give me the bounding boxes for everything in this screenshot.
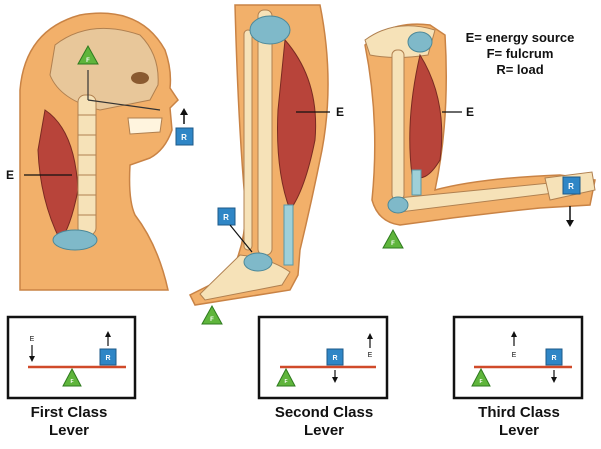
tibia bbox=[258, 10, 272, 255]
third-class-load-label: R bbox=[551, 355, 556, 362]
load-arrow-head bbox=[566, 220, 574, 227]
second-class-effort-label: E bbox=[368, 352, 373, 359]
first-class-subtitle: Lever bbox=[4, 422, 134, 440]
leg-load-label: R bbox=[223, 213, 229, 222]
first-class-lever-box bbox=[8, 317, 135, 398]
legend-energy: E= energy source bbox=[440, 30, 600, 46]
achilles-tendon bbox=[284, 205, 293, 265]
legend-fulcrum: F= fulcrum bbox=[440, 46, 600, 62]
third-class-caption: Third Class Lever bbox=[452, 404, 586, 440]
second-class-fulcrum-label: F bbox=[284, 379, 287, 385]
shoulder-joint bbox=[408, 32, 432, 52]
leg-effort-label: E bbox=[336, 105, 344, 119]
second-class-title: Second Class bbox=[252, 404, 396, 422]
collarbone bbox=[53, 230, 97, 250]
jaw-teeth bbox=[128, 118, 162, 134]
first-class-load-label: R bbox=[105, 355, 110, 362]
elbow-joint bbox=[388, 197, 408, 213]
arm-load-label: R bbox=[568, 182, 574, 191]
third-class-lever-box bbox=[454, 317, 582, 398]
leg-fulcrum-label: F bbox=[210, 317, 214, 323]
head-effort-label: E bbox=[6, 168, 14, 182]
first-class-effort-label: E bbox=[30, 336, 35, 343]
third-class-subtitle: Lever bbox=[452, 422, 586, 440]
third-class-effort-label: E bbox=[512, 352, 517, 359]
ankle-joint bbox=[244, 253, 272, 271]
first-class-caption: First Class Lever bbox=[4, 404, 134, 440]
third-class-title: Third Class bbox=[452, 404, 586, 422]
arm-effort-label: E bbox=[466, 105, 474, 119]
second-class-subtitle: Lever bbox=[252, 422, 396, 440]
fibula bbox=[244, 30, 252, 250]
humerus bbox=[392, 50, 404, 200]
legend: E= energy source F= fulcrum R= load bbox=[440, 30, 600, 78]
second-class-load-label: R bbox=[332, 355, 337, 362]
spine-column bbox=[78, 95, 96, 235]
legend-load: R= load bbox=[440, 62, 600, 78]
first-class-fulcrum-label: F bbox=[70, 379, 73, 385]
first-class-title: First Class bbox=[4, 404, 134, 422]
leg-foot-figure bbox=[190, 5, 330, 324]
third-class-fulcrum-label: F bbox=[479, 379, 482, 385]
eye-socket bbox=[131, 72, 149, 84]
second-class-caption: Second Class Lever bbox=[252, 404, 396, 440]
biceps-tendon bbox=[412, 170, 421, 195]
arm-fulcrum-label: F bbox=[391, 241, 395, 247]
knee-joint bbox=[250, 16, 290, 44]
head-neck-figure bbox=[20, 13, 193, 290]
load-arrow-head bbox=[180, 108, 188, 115]
head-load-label: R bbox=[181, 133, 187, 142]
head-fulcrum-label: F bbox=[86, 58, 90, 64]
